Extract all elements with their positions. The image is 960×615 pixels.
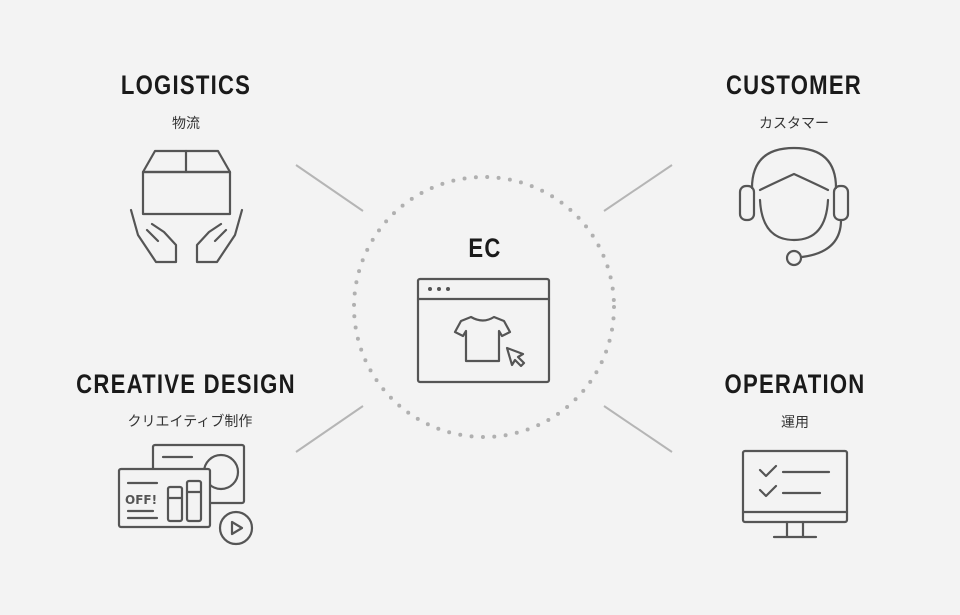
connector-operation [603,405,673,453]
customer-title: CUSTOMER [726,71,862,101]
box-hands-icon [129,149,244,264]
headset-operator-icon [738,146,850,267]
operation-subtitle: 運用 [781,415,809,431]
dotted-circle [352,175,616,439]
browser-shirt-icon [416,277,551,384]
monitor-checklist-icon [741,449,849,539]
creative-title: CREATIVE DESIGN [76,370,296,400]
off-badge: OFF! [125,493,157,507]
customer-subtitle: カスタマー [759,116,829,132]
logistics-subtitle: 物流 [172,116,200,132]
connector-creative [295,405,364,453]
ec-title: EC [468,234,501,264]
design-cards-icon: OFF! [117,443,254,546]
connector-logistics [295,164,364,212]
connector-customer [603,164,673,212]
logistics-title: LOGISTICS [121,71,251,101]
operation-title: OPERATION [725,370,866,400]
creative-subtitle: クリエイティブ制作 [128,413,253,430]
